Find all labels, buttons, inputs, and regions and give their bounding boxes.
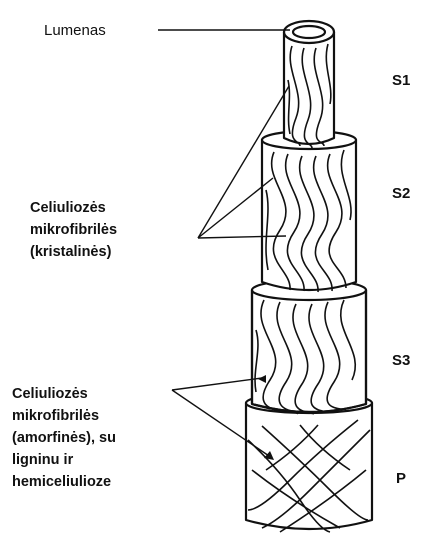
amorphous-microfibrils-label: Celiuliozės mikrofibrilės (amorfinės), s…	[12, 383, 116, 493]
layer-label-s2: S2	[392, 185, 410, 202]
layer-s2-segment	[262, 131, 356, 292]
amorphous-label-line: Celiuliozės	[12, 383, 116, 405]
layer-p-segment	[246, 393, 372, 532]
lumen-opening	[293, 26, 325, 38]
lumen-label: Lumenas	[44, 22, 106, 39]
layer-label-s1: S1	[392, 72, 410, 89]
crystalline-label-line: mikrofibrilės	[30, 219, 117, 241]
layer-s3-segment	[252, 280, 366, 414]
crystalline-microfibrils-label: Celiuliozės mikrofibrilės (kristalinės)	[30, 197, 117, 263]
layer-label-s3: S3	[392, 352, 410, 369]
amorphous-label-line: (amorfinės), su	[12, 427, 116, 449]
amorphous-label-line: hemiceliulioze	[12, 471, 116, 493]
layer-s1-segment	[284, 21, 334, 148]
amorphous-label-line: mikrofibrilės	[12, 405, 116, 427]
crystalline-label-line: (kristalinės)	[30, 241, 117, 263]
crystalline-label-line: Celiuliozės	[30, 197, 117, 219]
amorphous-label-line: ligninu ir	[12, 449, 116, 471]
layer-label-p: P	[396, 470, 406, 487]
